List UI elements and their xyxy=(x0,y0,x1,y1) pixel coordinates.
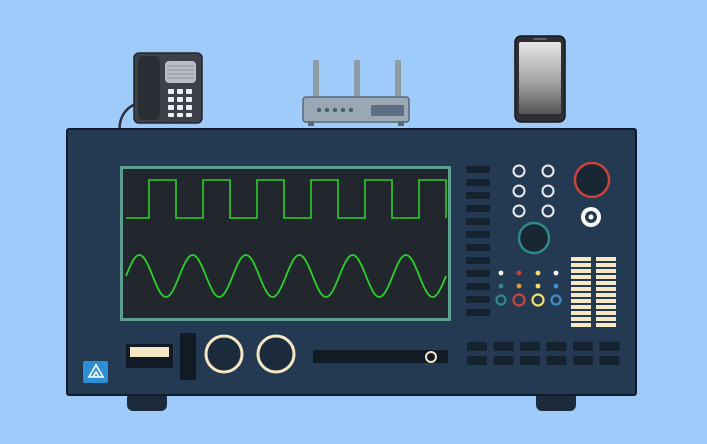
red-dial-knob[interactable] xyxy=(573,161,611,199)
meter-bar xyxy=(571,293,591,297)
meter-bar xyxy=(571,269,591,273)
channel-1-knob[interactable] xyxy=(204,334,244,374)
meter-divider xyxy=(591,257,596,329)
meter-bar xyxy=(596,323,616,327)
smartphone-screen[interactable] xyxy=(519,42,561,114)
meter-bar xyxy=(596,257,616,261)
wifi-router xyxy=(302,60,410,126)
phone-keypad[interactable] xyxy=(168,89,192,117)
meter-bar xyxy=(596,287,616,291)
display xyxy=(120,166,451,321)
bnc-connector[interactable] xyxy=(581,207,601,227)
channel-2-knob[interactable] xyxy=(256,334,296,374)
function-key[interactable] xyxy=(493,356,514,365)
function-key[interactable] xyxy=(467,356,487,365)
function-key[interactable] xyxy=(520,356,540,365)
function-key[interactable] xyxy=(520,342,540,351)
foot-right xyxy=(536,392,576,411)
meter-bar xyxy=(571,323,591,327)
function-key[interactable] xyxy=(467,342,487,351)
meter-bar xyxy=(596,317,616,321)
function-key[interactable] xyxy=(546,356,567,365)
function-key[interactable] xyxy=(573,356,593,365)
router-port-panel xyxy=(371,105,404,116)
indicator-dots xyxy=(498,270,559,289)
speaker-slot-icon xyxy=(533,38,547,40)
phone-handset[interactable] xyxy=(138,56,160,120)
power-switch[interactable] xyxy=(180,333,196,380)
meter-bar xyxy=(596,293,616,297)
function-key[interactable] xyxy=(599,342,620,351)
meter-bar xyxy=(571,281,591,285)
level-meters xyxy=(571,257,616,329)
function-key[interactable] xyxy=(546,342,567,351)
meter-bar xyxy=(596,269,616,273)
connector-grid[interactable] xyxy=(512,164,555,218)
foot-left xyxy=(127,392,167,411)
slider-track[interactable] xyxy=(313,350,448,363)
meter-bar xyxy=(596,305,616,309)
meter-bar xyxy=(596,263,616,267)
meter-bar xyxy=(571,317,591,321)
desk-phone xyxy=(118,52,203,148)
smartphone xyxy=(514,35,566,123)
antenna-icon xyxy=(313,60,319,100)
antenna-icon xyxy=(354,60,360,100)
meter-bar xyxy=(571,275,591,279)
screen xyxy=(123,169,448,318)
brand-logo-glyph xyxy=(87,363,105,378)
function-key[interactable] xyxy=(493,342,514,351)
meter-bar xyxy=(571,263,591,267)
input-jacks[interactable] xyxy=(495,293,562,307)
meter-bar xyxy=(571,257,591,261)
meter-bar xyxy=(596,299,616,303)
sine-wave-trace xyxy=(125,254,447,298)
phone-speaker-grille xyxy=(165,61,196,83)
meter-bar xyxy=(596,311,616,315)
softkey-column[interactable] xyxy=(466,166,490,316)
square-wave-trace xyxy=(126,179,447,219)
usb-port-insert xyxy=(130,347,169,357)
meter-bar xyxy=(571,287,591,291)
meter-bar xyxy=(596,281,616,285)
slider-handle[interactable] xyxy=(425,351,437,363)
function-key-grid[interactable] xyxy=(467,342,620,365)
teal-knob[interactable] xyxy=(517,221,551,255)
meter-bar xyxy=(571,305,591,309)
function-key[interactable] xyxy=(573,342,593,351)
router-leds xyxy=(316,107,354,113)
meter-bar xyxy=(571,299,591,303)
meter-bar xyxy=(596,275,616,279)
meter-bar xyxy=(571,311,591,315)
oscilloscope xyxy=(66,128,637,411)
antenna-icon xyxy=(395,60,401,100)
function-key[interactable] xyxy=(599,356,620,365)
